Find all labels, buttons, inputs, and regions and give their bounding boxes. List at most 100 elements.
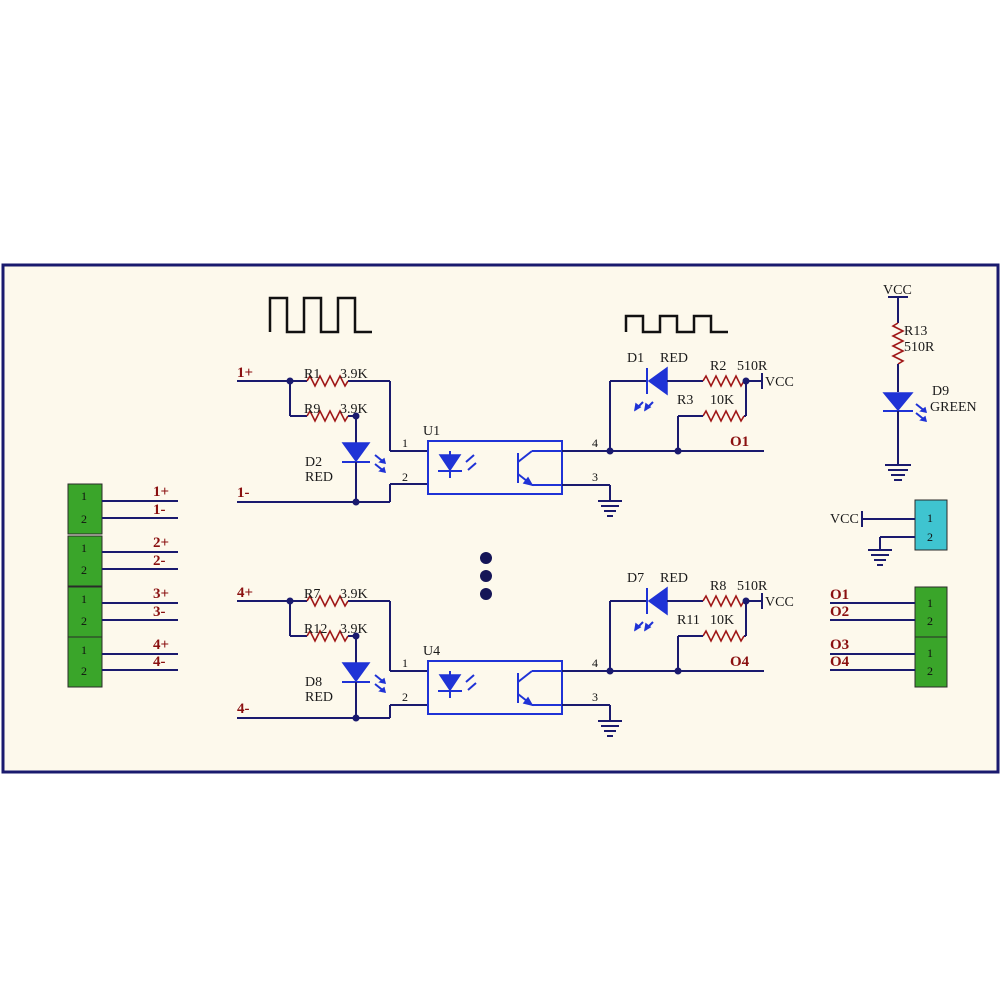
- optocoupler-u4: [427, 660, 563, 715]
- net-label-out: O4: [730, 654, 750, 670]
- resistor-value: 3.9K: [340, 367, 368, 382]
- opto-led-icon: [438, 451, 477, 478]
- resistor-value: 10K: [710, 393, 734, 408]
- resistor-r3: [702, 409, 745, 423]
- optocoupler-ref: U1: [423, 424, 440, 439]
- connector-pin-label: 1: [81, 592, 87, 606]
- connector-net-label: 1-: [153, 502, 166, 518]
- led-d9-icon: [882, 392, 928, 422]
- connector-pin-label: 1: [927, 646, 933, 660]
- opto-transistor-icon: [517, 450, 562, 487]
- connector-net-label: O2: [830, 604, 849, 620]
- connector-pin-label: 2: [927, 614, 933, 628]
- connector-pin-label: 2: [927, 530, 933, 544]
- ground-icon: [868, 549, 892, 566]
- resistor-value: 510R: [904, 340, 935, 355]
- optocoupler-u1: [427, 440, 563, 495]
- resistor-ref: R9: [304, 402, 320, 417]
- resistor-ref: R8: [710, 579, 726, 594]
- ellipsis-dot: [480, 570, 492, 582]
- net-label-in-minus: 4-: [237, 701, 250, 717]
- connector-pin-label: 1: [927, 596, 933, 610]
- connector-net-label: 2+: [153, 535, 169, 551]
- pin-number: 1: [402, 656, 408, 670]
- net-label-out: O1: [730, 434, 749, 450]
- connector-pin-label: 2: [927, 664, 933, 678]
- led-ref: D7: [627, 571, 644, 586]
- opto-led-icon: [438, 671, 477, 698]
- connector-net-label: O3: [830, 637, 849, 653]
- input-connector-1: [67, 483, 103, 535]
- output-connector-2: [914, 636, 948, 688]
- output-square-wave: [624, 314, 728, 334]
- net-label-in-minus: 1-: [237, 485, 250, 501]
- ground-icon: [885, 464, 911, 481]
- input-square-wave: [268, 296, 372, 334]
- resistor-value: 3.9K: [340, 402, 368, 417]
- pin-number: 2: [402, 690, 408, 704]
- resistor-ref: R12: [304, 622, 327, 637]
- net-label-in-plus: 1+: [237, 365, 253, 381]
- pin-number: 4: [592, 656, 598, 670]
- led-ref: D8: [305, 675, 322, 690]
- vcc-label: VCC: [830, 512, 859, 527]
- connector-pin-label: 1: [81, 489, 87, 503]
- connector-net-label: O1: [830, 587, 849, 603]
- ground-icon: [598, 500, 622, 517]
- led-color: RED: [660, 571, 688, 586]
- led-ref: D1: [627, 351, 644, 366]
- resistor-ref: R2: [710, 359, 726, 374]
- resistor-ref: R11: [677, 613, 700, 628]
- resistor-r8: [702, 594, 745, 608]
- output-connector-1: [914, 586, 948, 638]
- connector-net-label: 3+: [153, 586, 169, 602]
- ground-icon: [598, 720, 622, 737]
- opto-transistor-icon: [517, 670, 562, 707]
- led-color: RED: [660, 351, 688, 366]
- power-indicator: [882, 296, 928, 481]
- power-connector: [861, 499, 948, 566]
- resistor-value: 10K: [710, 613, 734, 628]
- vcc-label: VCC: [765, 375, 794, 390]
- pin-number: 2: [402, 470, 408, 484]
- input-connector-3: [67, 586, 103, 638]
- input-connector-4: [67, 636, 103, 688]
- connector-net-label: 1+: [153, 484, 169, 500]
- input-connectors: [67, 483, 178, 688]
- input-connector-2: [67, 535, 103, 587]
- resistor-r9: [306, 409, 349, 423]
- channel-1: [237, 366, 764, 517]
- resistor-r1: [306, 374, 349, 388]
- connector-pin-label: 2: [81, 563, 87, 577]
- vcc-label: VCC: [883, 283, 912, 298]
- connector-net-label: 2-: [153, 553, 166, 569]
- resistor-ref: R3: [677, 393, 693, 408]
- connector-pin-label: 1: [927, 511, 933, 525]
- connector-pin-label: 2: [81, 614, 87, 628]
- optocoupler-ref: U4: [423, 644, 440, 659]
- resistor-r7: [306, 594, 349, 608]
- resistor-r11: [702, 629, 745, 643]
- resistor-r12: [306, 629, 349, 643]
- pin-number: 3: [592, 470, 598, 484]
- led-ref: D2: [305, 455, 322, 470]
- connector-net-label: O4: [830, 654, 850, 670]
- pin-number: 3: [592, 690, 598, 704]
- led-color: RED: [305, 470, 333, 485]
- connector-net-label: 4+: [153, 637, 169, 653]
- resistor-value: 3.9K: [340, 622, 368, 637]
- resistor-ref: R1: [304, 367, 320, 382]
- led-color: RED: [305, 690, 333, 705]
- resistor-ref: R13: [904, 324, 927, 339]
- output-connectors: [830, 586, 948, 688]
- connector-pin-label: 1: [81, 643, 87, 657]
- ellipsis-dot: [480, 588, 492, 600]
- connector-net-label: 3-: [153, 604, 166, 620]
- connector-pin-label: 2: [81, 512, 87, 526]
- resistor-r13: [891, 322, 905, 365]
- pin-number: 1: [402, 436, 408, 450]
- resistor-value: 510R: [737, 579, 768, 594]
- net-label-in-plus: 4+: [237, 585, 253, 601]
- led-ref: D9: [932, 384, 949, 399]
